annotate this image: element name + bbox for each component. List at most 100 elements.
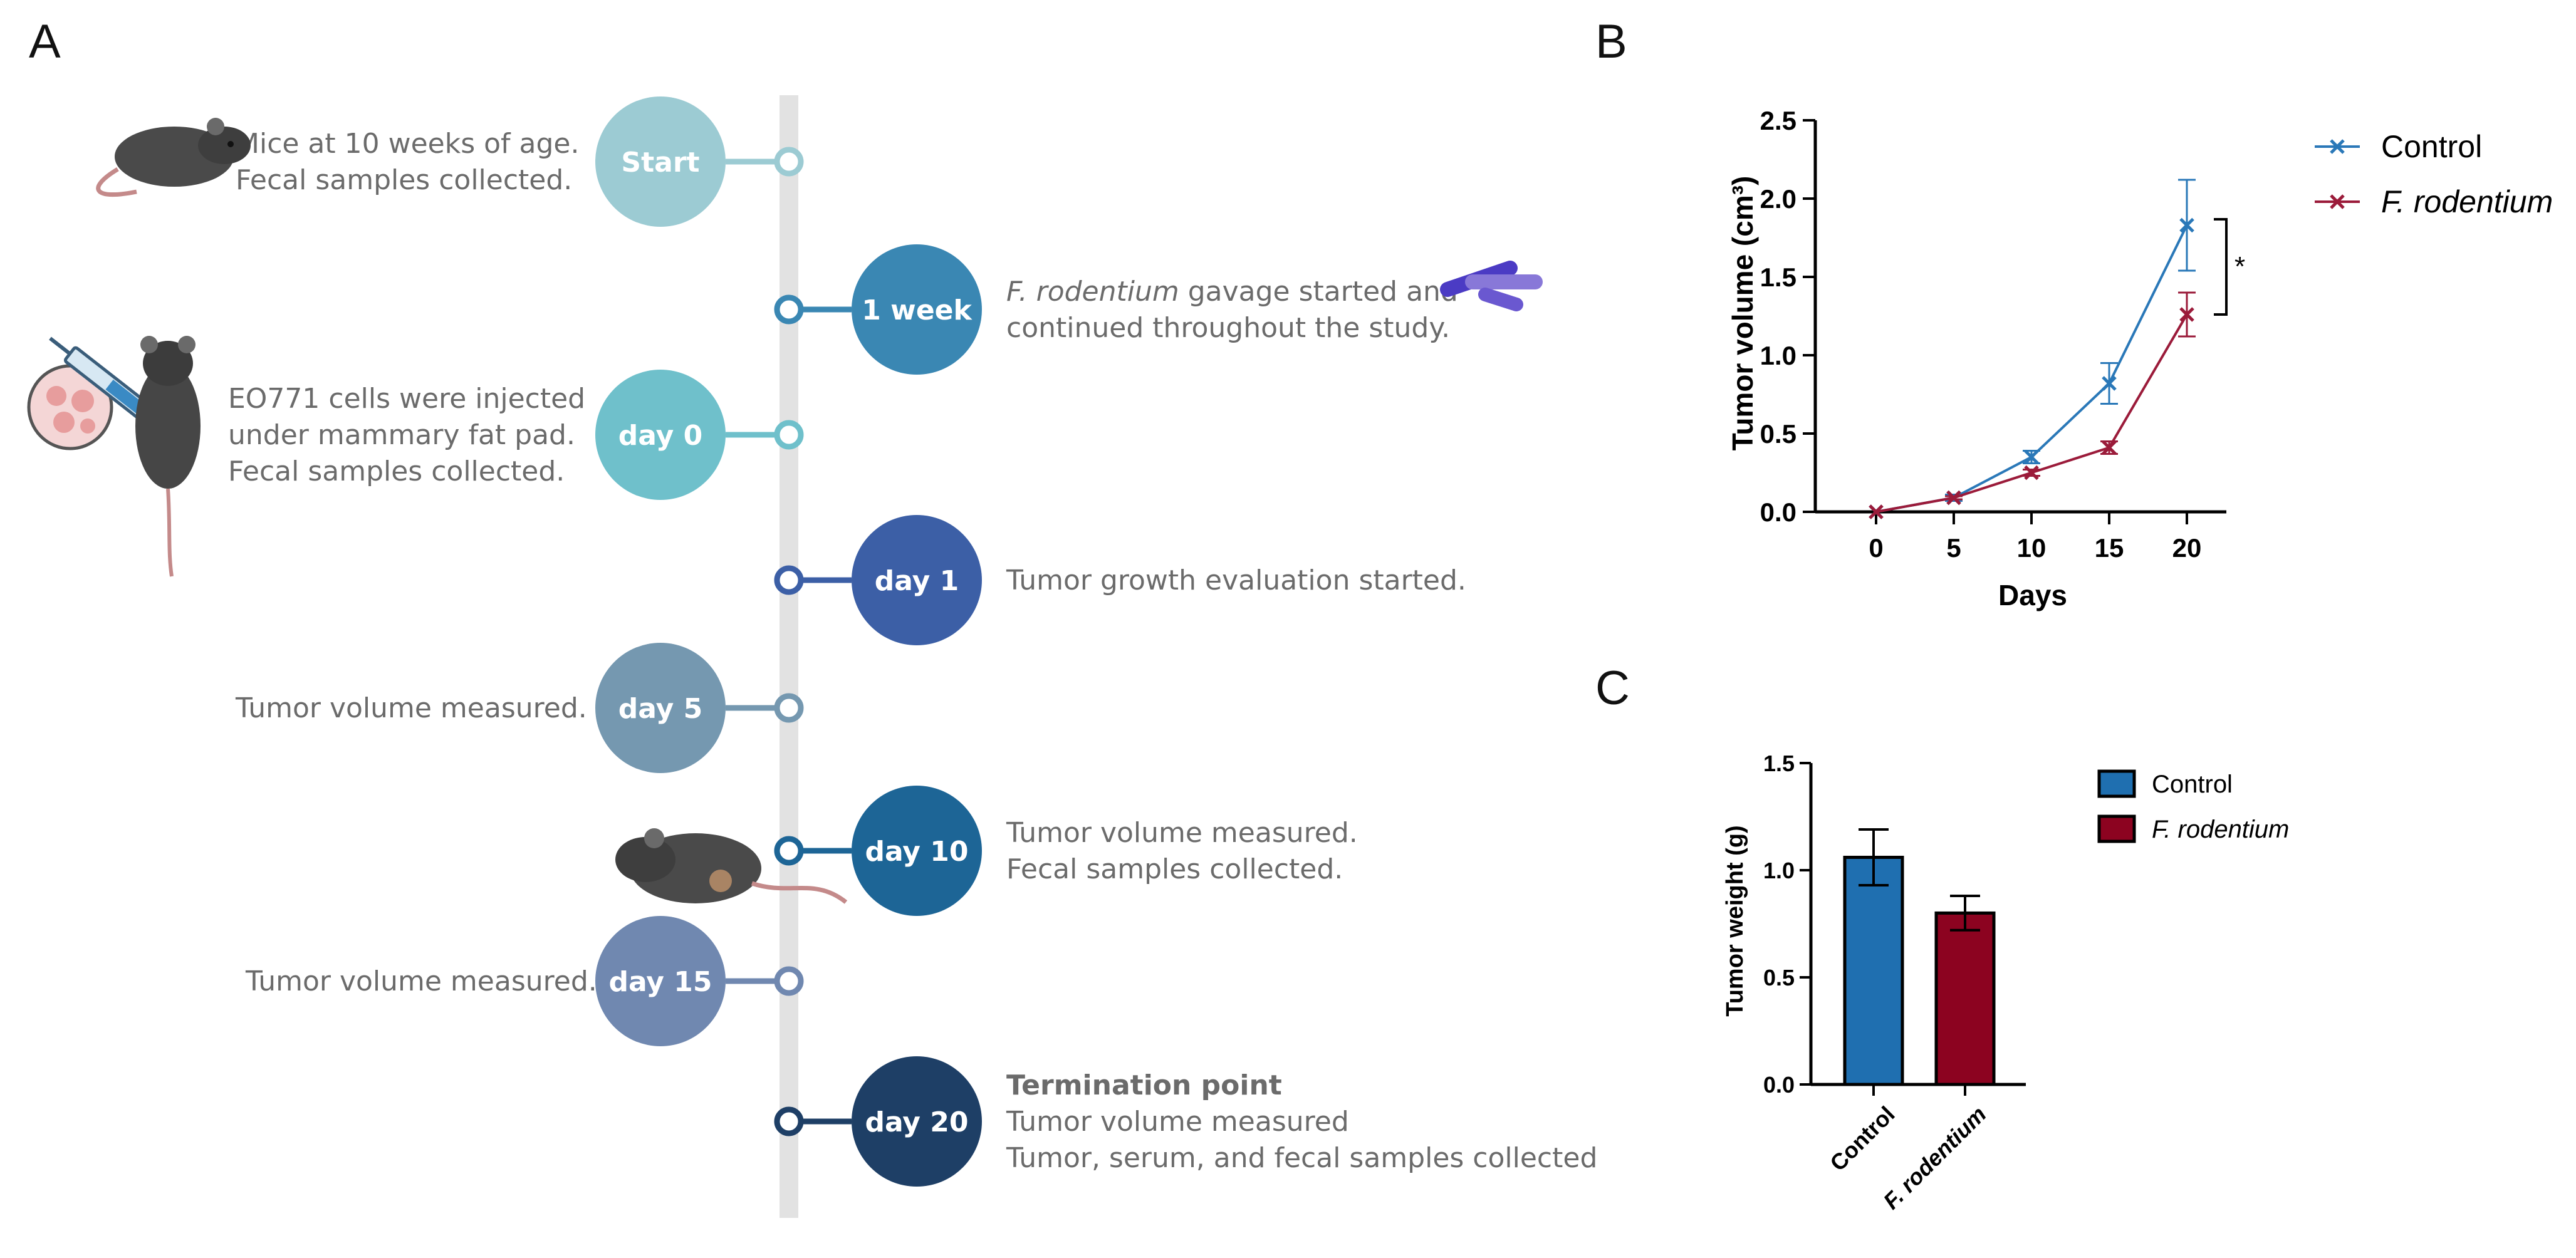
timeline-dot (774, 1106, 804, 1136)
y-tick-label: 1.0 (1763, 858, 1795, 883)
x-tick-label: 15 (2095, 533, 2124, 563)
series-line (1875, 313, 2188, 513)
y-tick-label: 0.5 (1763, 965, 1795, 990)
tick-labels: 0.0 0.5 1.0 1.5 (1763, 751, 1811, 1098)
description-part: Tumor growth evaluation started. (1006, 564, 1466, 596)
bar (1934, 911, 1996, 1086)
description-part: Fecal samples collected. (236, 164, 572, 196)
milestone-description: Tumor volume measured. (1006, 817, 1358, 849)
description-part: under mammary fat pad. (228, 419, 575, 451)
data-point (1946, 490, 1961, 506)
significance-bracket (2214, 218, 2228, 316)
bacteria-icon (1440, 261, 1543, 311)
milestone-node (595, 370, 726, 500)
legend-label: Control (2152, 771, 2233, 798)
milestone-label: day 1 (875, 565, 959, 597)
x-axis-title: Days (1998, 579, 2067, 611)
milestone-description: Fecal samples collected. (236, 164, 572, 196)
legend-label: Control (2381, 129, 2482, 164)
milestone-description: Tumor volume measured. (235, 692, 587, 724)
milestone-description: Mice at 10 weeks of age. (236, 128, 579, 160)
milestone: 1 week F. rodentium gavage started and con… (774, 244, 1458, 375)
series-group (1869, 179, 2196, 519)
description-part: Tumor volume measured. (235, 692, 587, 724)
milestone-description: Tumor, serum, and fecal samples collecte… (1006, 1142, 1597, 1174)
x-tick-label: 5 (1946, 533, 1961, 563)
y-tick-label: 0.0 (1763, 1072, 1795, 1098)
significance-star: * (2234, 251, 2245, 282)
data-point (2179, 307, 2194, 322)
milestone-label: 1 week (862, 294, 973, 326)
timeline-dot (774, 565, 804, 595)
legend-item: Control (2315, 129, 2482, 164)
timeline-dot (774, 836, 804, 866)
x-tick-label: Control (1825, 1101, 1899, 1176)
y-tick-label: 2.5 (1760, 106, 1796, 135)
y-axis-title: Tumor weight (g) (1722, 825, 1748, 1016)
bar-group: Control (1825, 828, 1904, 1176)
milestone-node (595, 96, 726, 227)
timeline-dot (774, 693, 804, 723)
description-part: continued throughout the study. (1006, 312, 1450, 344)
data-point (2024, 449, 2039, 465)
milestone-description: Fecal samples collected. (1006, 853, 1343, 885)
milestone-node (852, 515, 982, 645)
milestone-node (595, 643, 726, 773)
milestone-label: day 5 (618, 693, 702, 725)
timeline-dot (774, 147, 804, 177)
panel-label-c: C (1595, 662, 1630, 715)
milestone-description: Tumor volume measured. (245, 965, 597, 997)
x-tick-label: 20 (2172, 533, 2202, 563)
legend-item: F. rodentium (2097, 814, 2289, 843)
y-tick-label: 0.5 (1760, 419, 1796, 449)
x-tick-label: 0 (1869, 533, 1883, 563)
milestone-description: Tumor growth evaluation started. (1006, 564, 1466, 596)
y-tick-label: 1.5 (1760, 263, 1796, 292)
description-part: Mice at 10 weeks of age. (236, 128, 579, 160)
description-part: gavage started and (1179, 276, 1458, 308)
panel-label-b: B (1595, 15, 1627, 68)
description-part: Tumor volume measured. (1006, 817, 1358, 849)
milestone-description: continued throughout the study. (1006, 312, 1450, 344)
cell-dish-icon (27, 364, 113, 450)
timeline-dot (774, 966, 804, 996)
x-tick-label: 10 (2017, 533, 2047, 563)
legend-label: F. rodentium (2152, 816, 2289, 843)
milestone-description: under mammary fat pad. (228, 419, 575, 451)
milestone: day 1 Tumor growth evaluation started. (774, 515, 1466, 645)
y-tick-label: 1.5 (1763, 751, 1795, 776)
mouse-icon (96, 118, 251, 197)
timeline-dot (774, 420, 804, 450)
description-part: F. rodentium (1006, 276, 1179, 308)
tumor-volume-chart: Tumor volume (cm³) Days 0.00.51.01.52.02… (1726, 106, 2553, 611)
bar (1843, 855, 1904, 1086)
description-part: Fecal samples collected. (1006, 853, 1343, 885)
data-point (1869, 504, 1884, 519)
milestone-description: Termination point (1006, 1069, 1282, 1101)
legend-item: F. rodentium (2315, 184, 2553, 219)
series (1869, 179, 2196, 519)
timeline-dot (774, 294, 804, 325)
description-part: Fecal samples collected. (228, 455, 565, 487)
milestone-node (595, 916, 726, 1046)
timeline-spine (780, 95, 798, 1218)
milestone: day 5 Tumor volume measured. (235, 643, 804, 773)
legend-label: F. rodentium (2381, 184, 2553, 219)
description-part: EO771 cells were injected (228, 383, 585, 415)
panel-label-a: A (29, 15, 61, 68)
y-tick-label: 0.0 (1760, 497, 1796, 527)
milestone-description: F. rodentium gavage started and (1006, 276, 1458, 308)
milestone-node (852, 786, 982, 916)
milestone-node (852, 1056, 982, 1187)
legend: Control F. rodentium (2097, 769, 2289, 843)
milestone-label: day 20 (865, 1106, 968, 1138)
y-tick-label: 2.0 (1760, 184, 1796, 214)
legend-swatch (2097, 769, 2136, 798)
